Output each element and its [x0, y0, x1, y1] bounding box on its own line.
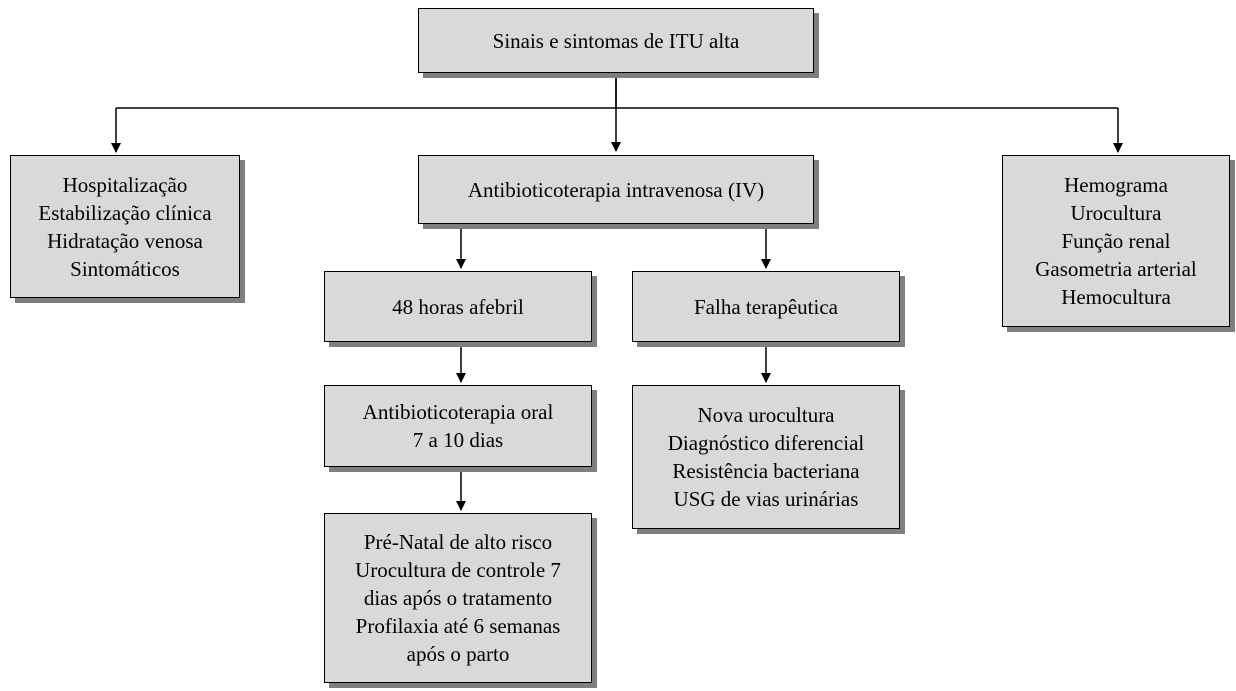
node-text-line: Sinais e sintomas de ITU alta: [492, 28, 740, 53]
node-text-line: Hospitalização: [62, 172, 188, 197]
node-text-line: Profilaxia até 6 semanas: [355, 614, 561, 638]
node-antibiotico-oral: Antibioticoterapia oral 7 a 10 dias: [324, 385, 592, 467]
node-root: Sinais e sintomas de ITU alta: [418, 8, 814, 73]
node-text-line: Hemograma: [1064, 173, 1168, 197]
node-antibiotico-iv: Antibioticoterapia intravenosa (IV): [418, 155, 814, 224]
node-text-line: Hidratação venosa: [47, 228, 203, 253]
node-text-line: Hemocultura: [1061, 285, 1171, 309]
node-text-line: Sintomáticos: [70, 256, 180, 281]
node-text-line: Diagnóstico diferencial: [667, 431, 865, 455]
node-text-line: Gasometria arterial: [1035, 257, 1197, 281]
node-text-line: 7 a 10 dias: [412, 428, 504, 452]
node-text-line: após o parto: [406, 642, 510, 666]
node-text-line: Antibioticoterapia oral: [362, 400, 554, 424]
node-text-line: USG de vias urinárias: [673, 487, 859, 511]
node-falha: Falha terapêutica: [632, 271, 900, 342]
node-text-line: 48 horas afebril: [392, 294, 524, 319]
node-text-line: Urocultura: [1070, 201, 1162, 225]
node-text-line: Função renal: [1061, 229, 1171, 253]
node-afebril: 48 horas afebril: [324, 271, 592, 342]
node-text-line: Pré-Natal de alto risco: [363, 530, 553, 554]
node-text-line: Resistência bacteriana: [672, 459, 860, 483]
node-text-line: dias após o tratamento: [363, 586, 553, 610]
node-text-line: Estabilização clínica: [38, 200, 212, 225]
node-text-line: Falha terapêutica: [693, 294, 838, 319]
node-text-line: Urocultura de controle 7: [355, 558, 561, 582]
node-text-line: Antibioticoterapia intravenosa (IV): [467, 177, 765, 202]
node-text-line: Nova urocultura: [697, 403, 835, 427]
